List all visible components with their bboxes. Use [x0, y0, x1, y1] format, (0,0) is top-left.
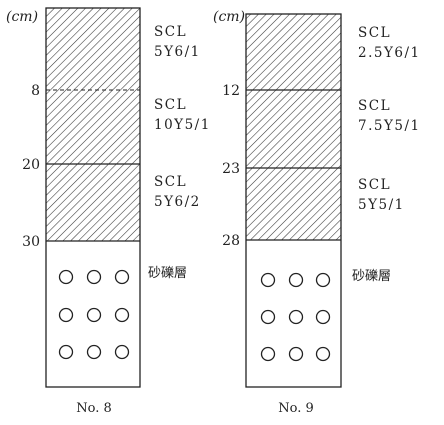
profile-column-no8: (cm) 8 20 30 SCL 5Y6/1 SCL 10Y5/1 SCL 5Y… — [6, 8, 211, 416]
layer-texture: SCL — [154, 24, 187, 40]
layer-texture: SCL — [154, 174, 187, 190]
layer-color: 5Y6/1 — [154, 44, 201, 60]
layer-texture: SCL — [358, 98, 391, 114]
layer-color: 7.5Y5/1 — [358, 118, 421, 134]
hatched-layers — [46, 8, 140, 241]
unit-label: (cm) — [213, 9, 245, 25]
unit-label: (cm) — [6, 9, 38, 25]
depth-label: 8 — [31, 83, 40, 99]
gravel-label: 砂礫層 — [148, 265, 187, 281]
layer-color: 5Y6/2 — [154, 194, 201, 210]
layer-color: 5Y5/1 — [358, 197, 405, 213]
gravel-layer — [246, 240, 341, 387]
gravel-label: 砂礫層 — [352, 268, 391, 284]
layer-texture: SCL — [154, 97, 187, 113]
layer-texture: SCL — [358, 177, 391, 193]
hatched-layers — [246, 14, 341, 240]
layer-texture: SCL — [358, 25, 391, 41]
profile-name: No. 9 — [278, 401, 314, 416]
layer-color: 10Y5/1 — [154, 117, 211, 133]
profile-column-no9: (cm) 12 23 28 SCL 2.5Y6/1 SCL 7.5Y5/1 SC… — [213, 9, 421, 416]
profile-name: No. 8 — [76, 401, 112, 416]
layer-color: 2.5Y6/1 — [358, 45, 421, 61]
depth-label: 28 — [222, 233, 240, 249]
depth-label: 12 — [222, 83, 240, 99]
depth-label: 23 — [222, 161, 240, 177]
depth-label: 20 — [22, 157, 40, 173]
depth-label: 30 — [22, 234, 40, 250]
